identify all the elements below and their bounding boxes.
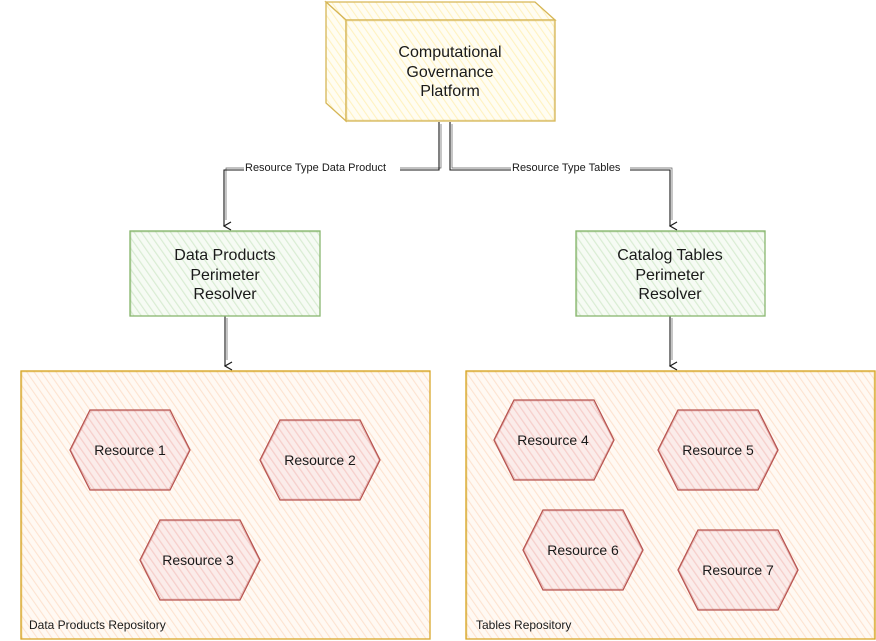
resource-1-label: Resource 1 [94, 442, 166, 458]
platform-title-line-2: Governance [406, 64, 493, 81]
resource-7-node[interactable]: Resource 7 [677, 529, 799, 611]
governance-platform-node[interactable]: Computational Governance Platform [324, 0, 557, 123]
edge-label-tables: Resource Type Tables [512, 162, 621, 174]
platform-title-line-3: Platform [420, 83, 480, 100]
resource-4-node[interactable]: Resource 4 [493, 399, 615, 481]
catalog-tables-resolver-line-2: Perimeter [635, 267, 705, 284]
resource-6-node[interactable]: Resource 6 [522, 509, 644, 591]
edge-catalog-tables-to-repository [670, 316, 672, 366]
edge-platform-to-data-products: Resource Type Data Product [224, 122, 442, 226]
resource-5-label: Resource 5 [682, 442, 754, 458]
data-products-resolver-line-3: Resolver [193, 286, 257, 303]
resource-7-label: Resource 7 [702, 562, 774, 578]
data-products-resolver-line-2: Perimeter [190, 267, 260, 284]
platform-side-face [325, 0, 347, 123]
data-products-resolver-node[interactable]: Data Products Perimeter Resolver [129, 230, 321, 317]
resource-5-node[interactable]: Resource 5 [657, 409, 779, 491]
catalog-tables-resolver-node[interactable]: Catalog Tables Perimeter Resolver [575, 230, 766, 317]
resource-2-label: Resource 2 [284, 452, 356, 468]
data-products-resolver-line-1: Data Products [174, 247, 275, 264]
platform-title-line-1: Computational [398, 44, 501, 61]
resource-1-node[interactable]: Resource 1 [69, 409, 191, 491]
resource-2-node[interactable]: Resource 2 [259, 419, 381, 501]
edge-label-data-product: Resource Type Data Product [245, 162, 386, 174]
tables-repository-label: Tables Repository [476, 618, 571, 632]
edge-data-products-to-repository [225, 316, 227, 366]
catalog-tables-resolver-line-3: Resolver [638, 286, 702, 303]
data-products-repository-label: Data Products Repository [29, 618, 166, 632]
resource-3-label: Resource 3 [162, 552, 234, 568]
catalog-tables-resolver-line-1: Catalog Tables [617, 247, 723, 264]
platform-front-face [345, 19, 556, 122]
resource-6-label: Resource 6 [547, 542, 619, 558]
platform-top-face [324, 1, 557, 21]
resource-4-label: Resource 4 [517, 432, 589, 448]
resource-3-node[interactable]: Resource 3 [139, 519, 261, 601]
edge-platform-to-catalog-tables: Resource Type Tables [449, 122, 672, 226]
